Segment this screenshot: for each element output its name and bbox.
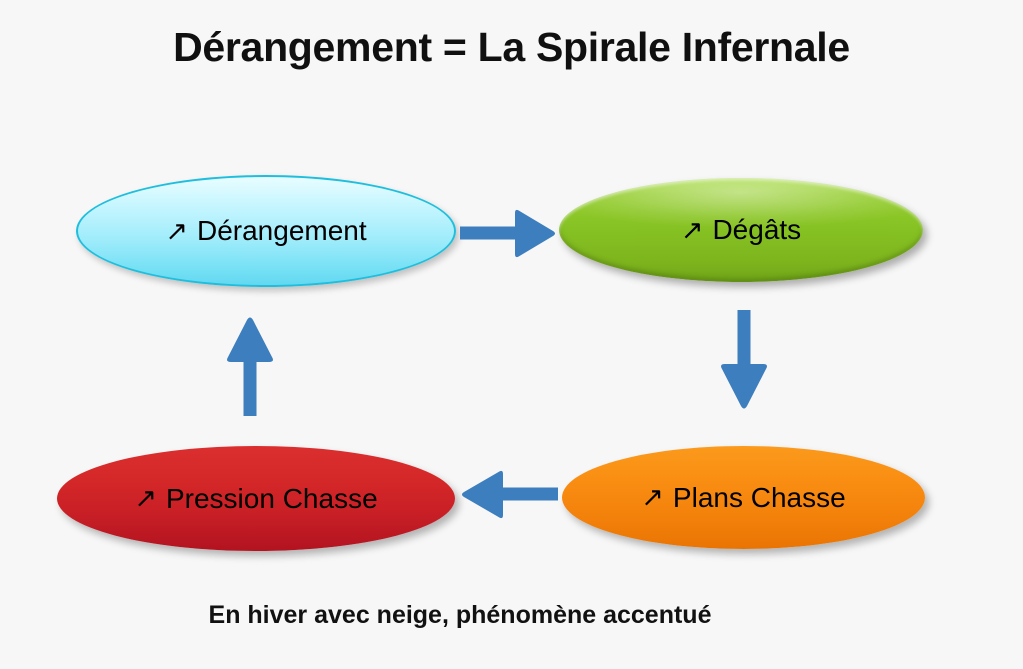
page-title: Dérangement = La Spirale Infernale: [173, 24, 850, 70]
node-label: Dérangement: [196, 215, 367, 246]
caption-text: En hiver avec neige, phénomène accentué: [208, 601, 712, 629]
node-label: Plans Chasse: [672, 481, 846, 513]
trend-up-icon: ↗: [680, 214, 704, 246]
node-degats[interactable]: ↗ Dégâts: [559, 178, 923, 282]
node-label: Dégâts: [712, 214, 802, 245]
node-label: Pression Chasse: [165, 482, 378, 514]
connector-plans-to-pression: [462, 470, 558, 519]
node-pression-chasse[interactable]: ↗ Pression Chasse: [57, 446, 455, 551]
connector-degats-to-plans: [721, 310, 767, 409]
arrow-up-icon: [227, 317, 273, 416]
trend-up-icon: ↗: [641, 482, 664, 513]
arrow-right-icon: [460, 209, 555, 258]
node-plans-chasse[interactable]: ↗ Plans Chasse: [562, 446, 925, 549]
node-derangement[interactable]: ↗ Dérangement: [76, 175, 456, 287]
connector-pression-to-derangement: [227, 317, 273, 416]
connector-derangement-to-degats: [460, 209, 555, 258]
arrow-down-icon: [721, 310, 767, 409]
trend-up-icon: ↗: [165, 215, 188, 247]
arrow-left-icon: [462, 470, 558, 519]
trend-up-icon: ↗: [134, 483, 157, 514]
